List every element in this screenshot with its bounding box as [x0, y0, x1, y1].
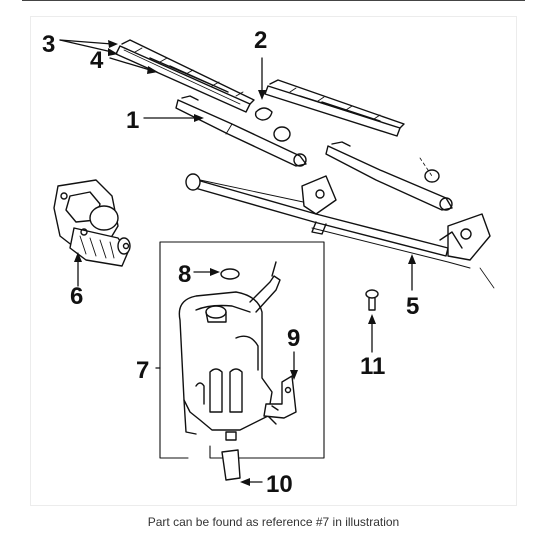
washer-reservoir-box: [159, 241, 325, 459]
caption-text: Part can be found as reference #7 in ill…: [147, 515, 400, 529]
callout-3: 3: [42, 31, 55, 58]
callout-6: 6: [70, 283, 83, 310]
wiper-motor: [53, 179, 131, 267]
wiper-linkage: [185, 173, 491, 269]
arrowheads: [74, 40, 416, 486]
arm-nut-cap: [254, 107, 273, 121]
callout-1: 1: [126, 107, 139, 134]
right-wiper-blade: [264, 79, 405, 137]
right-wiper-arm: [325, 141, 495, 289]
bolt-11: [365, 289, 379, 311]
callout-5: 5: [406, 293, 419, 320]
callout-2: 2: [254, 27, 267, 54]
reservoir-bracket: [263, 375, 297, 419]
callout-11: 11: [360, 353, 385, 380]
top-divider: [22, 0, 525, 1]
washer-reservoir: [178, 261, 281, 435]
washer-pump: [221, 431, 241, 481]
callout-7: 7: [136, 357, 149, 384]
callout-10: 10: [266, 471, 293, 498]
left-wiper-arm: [175, 95, 307, 167]
reservoir-cap: [220, 268, 240, 280]
callout-4: 4: [90, 47, 104, 74]
callout-9: 9: [287, 325, 300, 352]
callout-8: 8: [178, 261, 191, 288]
left-wiper-blade: [115, 39, 255, 113]
